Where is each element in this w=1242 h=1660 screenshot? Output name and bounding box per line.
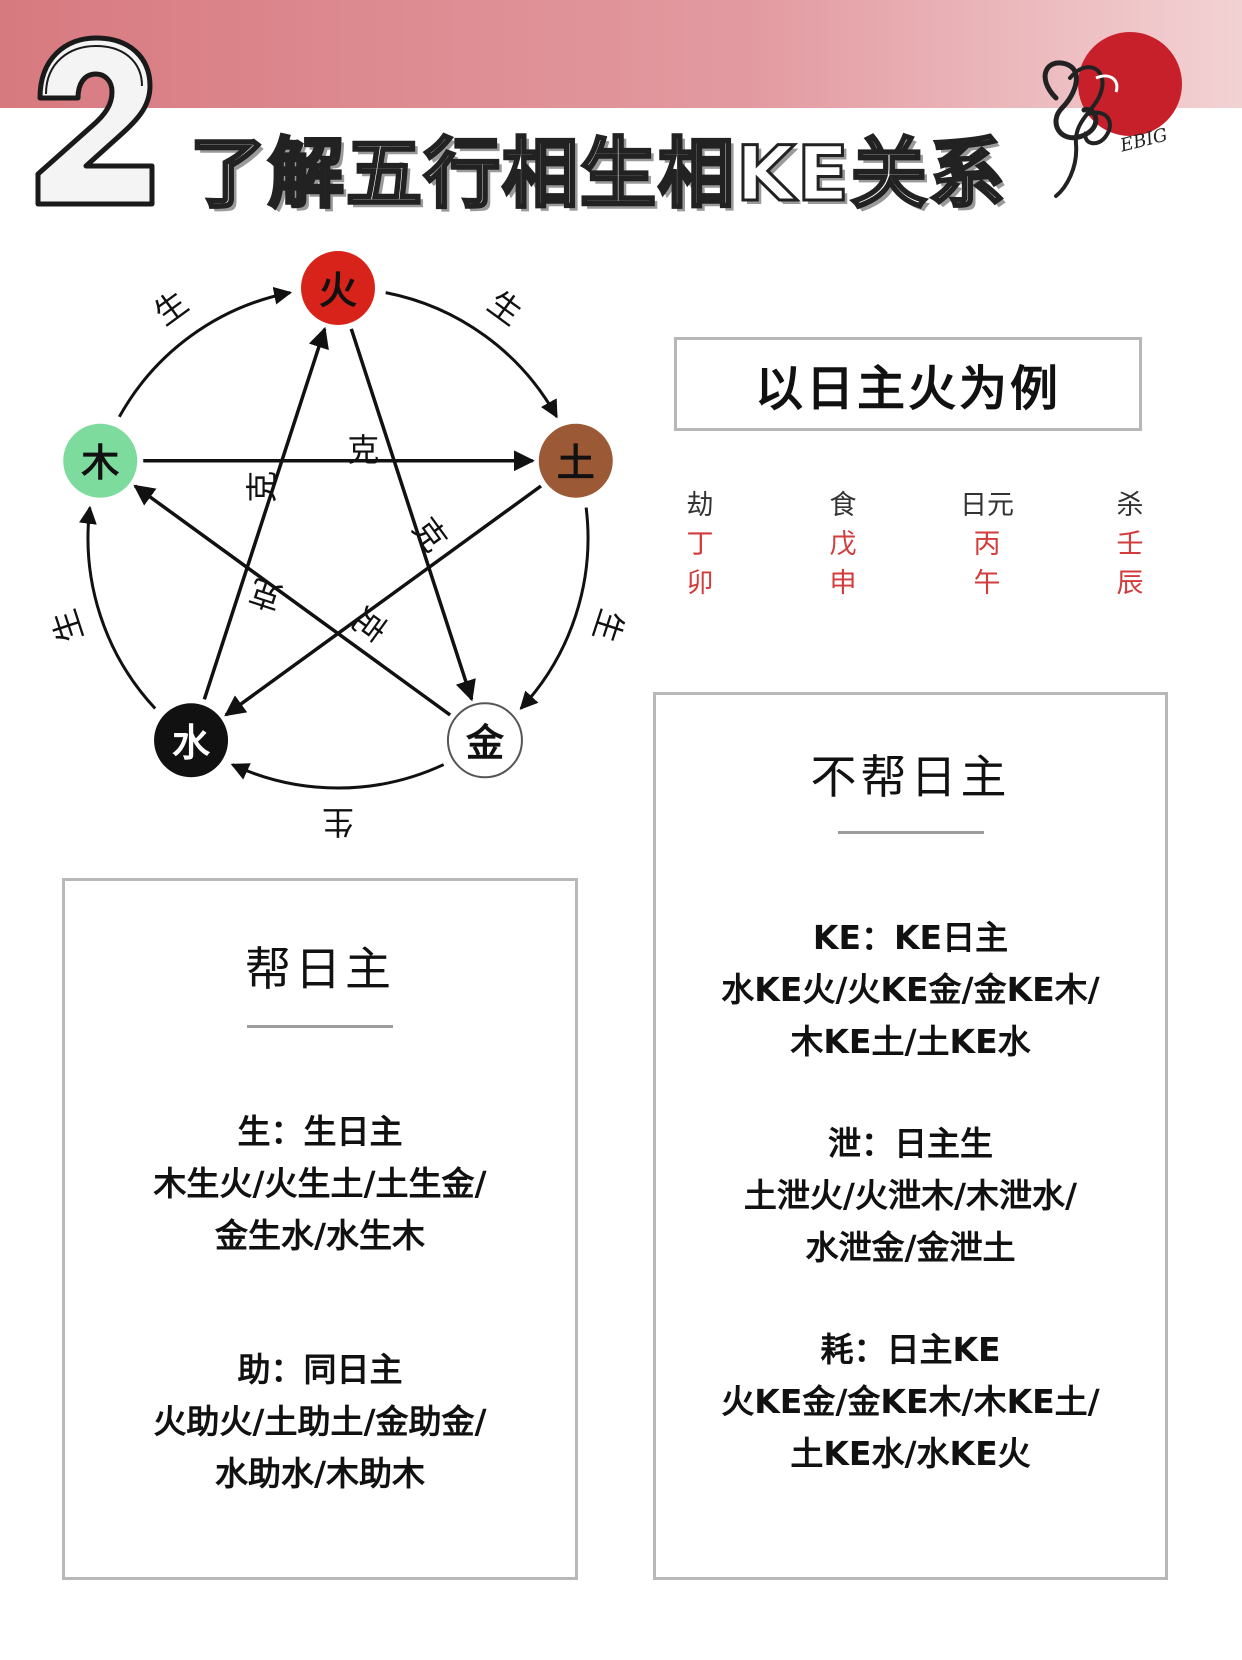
pillar: 劫 丁 卯 — [660, 486, 740, 603]
section-line: 火助火/土助土/金助金/ — [153, 1402, 487, 1441]
brand-logo-icon — [1042, 32, 1182, 198]
element-label-fire: 火 — [319, 268, 357, 313]
pillar-branch: 辰 — [1116, 568, 1144, 599]
element-label-wood: 木 — [81, 440, 119, 485]
pillar-role: 杀 — [1116, 490, 1144, 521]
not-help-day-master-card: 不帮日主 KE：KE日主 水KE火/火KE金/金KE木/ 木KE土/土KE水 泄… — [653, 692, 1168, 1580]
generate-arrow — [519, 507, 590, 710]
generate-label: 生 — [481, 283, 529, 333]
generate-arrow — [230, 763, 445, 790]
section-heading: 泄：日主生 — [828, 1124, 993, 1163]
section-line: 水泄金/金泄土 — [805, 1228, 1016, 1267]
card-section: KE：KE日主 水KE火/火KE金/金KE木/ 木KE土/土KE水 — [656, 912, 1165, 1068]
section-line: 土KE水/水KE火 — [790, 1434, 1031, 1473]
section-heading: 生：生日主 — [237, 1112, 403, 1151]
element-node-fire — [301, 251, 375, 325]
control-arrow — [202, 326, 329, 700]
generate-label: 生 — [585, 605, 631, 647]
card-title: 不帮日主 — [810, 750, 1011, 804]
card-section: 耗：日主KE 火KE金/金KE木/木KE土/ 土KE水/水KE火 — [656, 1324, 1165, 1480]
pillar-branch: 申 — [829, 568, 857, 599]
generate-arrow — [118, 286, 293, 418]
page-title: 了解五行相生相KE关系 — [189, 128, 1007, 220]
control-arrow — [224, 484, 543, 717]
generate-arrow — [78, 505, 157, 710]
example-title: 以日主火为例 — [754, 361, 1061, 417]
pillar-stem: 壬 — [1116, 529, 1144, 560]
section-line: 土泄火/火泄木/木泄水/ — [743, 1176, 1078, 1215]
generate-label: 生 — [45, 605, 91, 647]
control-label: 克 — [245, 572, 287, 618]
card-divider — [837, 831, 984, 834]
section-heading: 助：同日主 — [237, 1350, 403, 1389]
element-node-water — [154, 703, 229, 778]
element-label-metal: 金 — [465, 720, 505, 765]
section-heading: KE：KE日主 — [812, 918, 1009, 957]
control-label: 克 — [347, 431, 379, 469]
section-heading: 耗：日主KE — [820, 1330, 1001, 1369]
control-arrow — [349, 328, 476, 702]
element-node-wood — [63, 423, 138, 498]
section-line: 金生水/水生木 — [214, 1216, 426, 1255]
element-label-water: 水 — [172, 720, 211, 765]
pillar: 食 戊 申 — [803, 486, 883, 603]
element-node-metal — [446, 702, 523, 779]
card-title: 帮日主 — [245, 942, 395, 996]
section-number-icon: 2 — [35, 35, 155, 207]
element-node-earth — [538, 423, 613, 498]
section-line: 水助水/木助木 — [214, 1454, 426, 1493]
control-arrow — [133, 484, 452, 717]
control-label: 克 — [243, 471, 281, 503]
pillar: 杀 壬 辰 — [1090, 486, 1170, 603]
pillar: 日元 丙 午 — [947, 486, 1027, 603]
header-band — [0, 0, 1242, 108]
card-divider — [247, 1025, 393, 1028]
card-section: 助：同日主 火助火/土助土/金助金/ 水助水/木助木 — [65, 1344, 575, 1500]
section-line: 木生火/火生土/土生金/ — [153, 1164, 487, 1203]
section-line: 火KE金/金KE木/木KE土/ — [721, 1382, 1100, 1421]
bazi-pillars: 劫 丁 卯 食 戊 申 日元 丙 午 杀 壬 辰 — [660, 486, 1160, 616]
pillar-stem: 丁 — [686, 529, 714, 560]
generate-arrow — [385, 291, 558, 419]
pillar-role: 劫 — [686, 490, 714, 521]
example-title-box: 以日主火为例 — [674, 337, 1142, 431]
help-day-master-card: 帮日主 生：生日主 木生火/火生土/土生金/ 金生水/水生木 助：同日主 火助火… — [62, 878, 578, 1580]
pillar-role: 食 — [829, 490, 857, 521]
pillar-branch: 卯 — [686, 568, 714, 599]
control-label: 克 — [345, 600, 395, 648]
generate-label: 生 — [147, 283, 195, 333]
element-label-earth: 土 — [557, 440, 595, 485]
pillar-stem: 丙 — [973, 529, 1001, 560]
card-section: 泄：日主生 土泄火/火泄木/木泄水/ 水泄金/金泄土 — [656, 1118, 1165, 1274]
pillar-branch: 午 — [973, 568, 1001, 599]
card-section: 生：生日主 木生火/火生土/土生金/ 金生水/水生木 — [65, 1106, 575, 1262]
pillar-stem: 戊 — [829, 529, 857, 560]
pillar-role: 日元 — [960, 490, 1014, 521]
generate-label: 生 — [322, 803, 354, 840]
section-line: 水KE火/火KE金/金KE木/ — [721, 970, 1100, 1009]
section-line: 木KE土/土KE水 — [790, 1022, 1031, 1061]
